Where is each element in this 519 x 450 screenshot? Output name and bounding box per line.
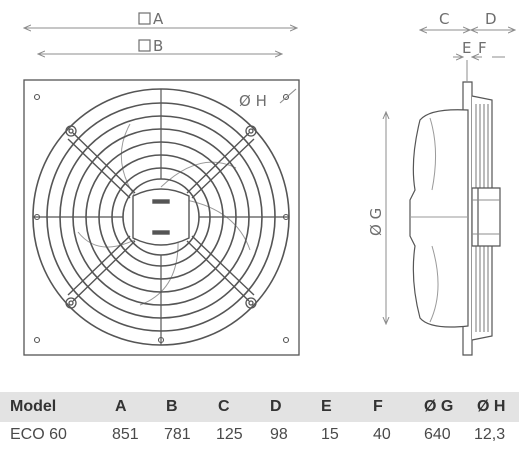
front-view: [23, 79, 300, 356]
dimension-b-label: B: [153, 37, 163, 55]
header-g: Ø G: [424, 398, 454, 415]
table-row: ECO 60 851 781 125 98 15 40 640 12,3: [0, 422, 519, 448]
dimension-a-label: A: [153, 10, 164, 28]
cell-c: 125: [216, 426, 243, 443]
mounting-hole: [282, 93, 290, 101]
dimension-a: A: [24, 10, 297, 28]
cell-b: 781: [164, 426, 191, 443]
dimension-h-label: Ø H: [239, 92, 267, 110]
strut-ends: [65, 125, 257, 309]
dimension-f: F: [478, 39, 505, 58]
cell-h: 12,3: [474, 426, 506, 443]
mounting-hole: [33, 93, 41, 101]
cell-model: ECO 60: [10, 426, 67, 443]
motor-hub: [132, 188, 190, 246]
dimension-c-label: C: [439, 10, 449, 28]
specification-table: Model A B C D E F Ø G Ø H ECO 60 851 781…: [0, 388, 519, 450]
header-h: Ø H: [477, 398, 506, 415]
dimension-e-label: E: [462, 39, 471, 57]
header-b: B: [166, 398, 178, 415]
side-blades: [409, 109, 469, 328]
header-f: F: [373, 398, 383, 415]
technical-drawing: A B: [0, 10, 519, 356]
dimension-g: Ø G: [367, 112, 386, 324]
side-view: [409, 60, 501, 356]
guard-wires: [33, 89, 289, 345]
cell-a: 851: [112, 426, 139, 443]
cell-e: 15: [321, 426, 339, 443]
cell-g: 640: [424, 426, 451, 443]
side-motor: [471, 187, 501, 247]
dimension-f-label: F: [478, 39, 487, 57]
header-c: C: [218, 398, 230, 415]
header-model: Model: [10, 398, 57, 415]
header-d: D: [270, 398, 282, 415]
guard-struts: [67, 132, 255, 302]
dimension-c: C: [420, 10, 470, 30]
cell-d: 98: [270, 426, 288, 443]
cell-f: 40: [373, 426, 391, 443]
mounting-hole: [33, 336, 41, 344]
dimension-d-label: D: [485, 10, 497, 28]
header-e: E: [321, 398, 332, 415]
table-header-row: Model A B C D E F Ø G Ø H: [0, 392, 519, 422]
header-a: A: [115, 398, 127, 415]
dimension-b: B: [38, 37, 282, 55]
dimension-g-label: Ø G: [367, 208, 385, 236]
dimension-d: D: [471, 10, 515, 30]
dimension-e: E: [453, 39, 482, 57]
mounting-hole: [282, 336, 290, 344]
